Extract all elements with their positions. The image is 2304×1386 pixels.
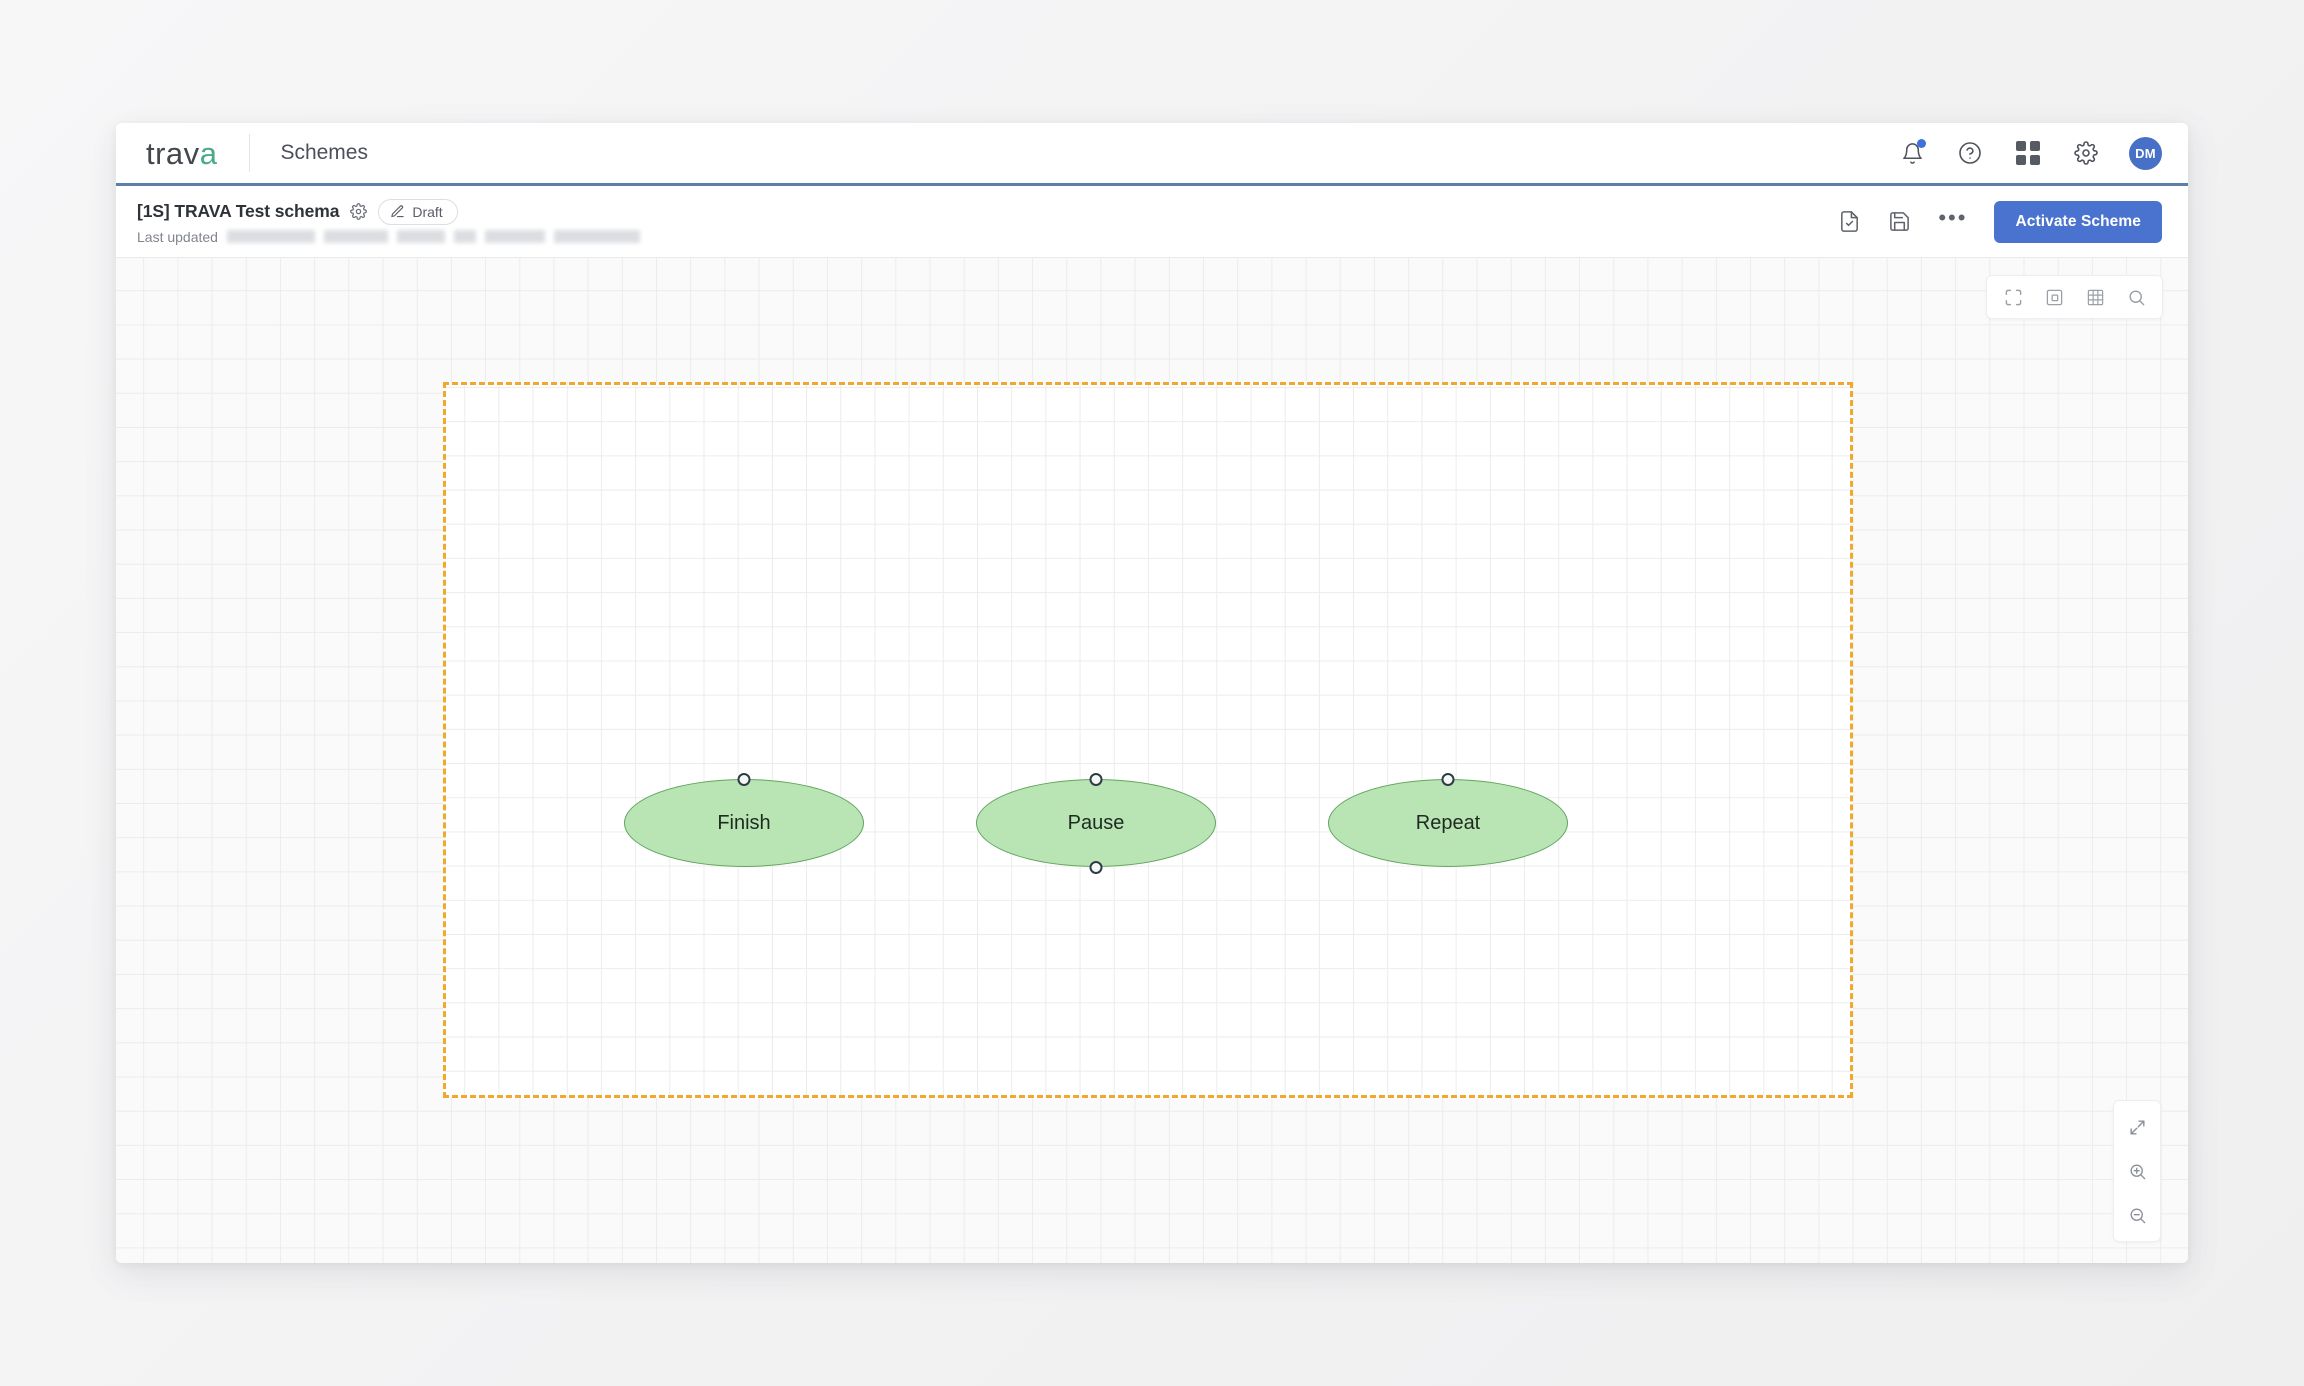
help-icon[interactable]	[1955, 138, 1985, 168]
scheme-header-left: [1S] TRAVA Test schema Draft	[137, 198, 640, 245]
pencil-icon	[390, 204, 405, 219]
last-updated-redacted	[553, 230, 640, 243]
last-updated-redacted	[453, 230, 476, 243]
settings-gear-icon[interactable]	[2071, 138, 2101, 168]
scheme-action-group: ••• Activate Scheme	[1838, 200, 2162, 243]
node-shape-ellipse[interactable]: Finish	[624, 779, 864, 867]
node-repeat[interactable]: Repeat	[1328, 772, 1568, 867]
module-title: Schemes	[280, 141, 368, 164]
activate-scheme-button[interactable]: Activate Scheme	[1994, 200, 2162, 243]
scheme-title-row: [1S] TRAVA Test schema Draft	[137, 198, 640, 225]
connection-port-top[interactable]	[737, 772, 751, 786]
notifications-icon[interactable]	[1897, 138, 1927, 168]
expand-arrows-icon[interactable]	[2125, 1115, 2149, 1139]
node-label: Pause	[1067, 811, 1125, 834]
document-check-icon[interactable]	[1838, 210, 1861, 233]
last-updated-label: Last updated	[137, 228, 218, 245]
node-shape-ellipse[interactable]: Repeat	[1328, 779, 1568, 867]
connection-port-top[interactable]	[1441, 772, 1455, 786]
grid-cell	[2016, 155, 2026, 165]
grid-cell	[2030, 141, 2040, 151]
toggle-grid-icon[interactable]	[2083, 285, 2107, 309]
grid-cell	[2030, 155, 2040, 165]
scheme-canvas[interactable]: Finish Pause Repeat	[116, 258, 2188, 1263]
last-updated-redacted	[396, 230, 445, 243]
last-updated-redacted	[484, 230, 545, 243]
node-finish[interactable]: Finish	[624, 772, 864, 867]
scheme-header: [1S] TRAVA Test schema Draft	[116, 186, 2188, 258]
zoom-out-icon[interactable]	[2125, 1203, 2149, 1227]
node-shape-ellipse[interactable]: Pause	[976, 779, 1216, 867]
node-pause[interactable]: Pause	[976, 772, 1216, 874]
logo-divider	[249, 134, 251, 172]
node-label: Repeat	[1415, 811, 1481, 834]
save-floppy-icon[interactable]	[1888, 210, 1911, 233]
last-updated-redacted	[323, 230, 388, 243]
user-avatar[interactable]: DM	[2129, 136, 2162, 170]
zoom-controls	[2113, 1100, 2161, 1242]
logo-text: trav	[146, 135, 200, 171]
status-badge-label: Draft	[412, 203, 443, 220]
apps-grid-icon[interactable]	[2013, 138, 2043, 168]
last-updated: Last updated	[137, 229, 640, 245]
canvas-toolbar	[1986, 275, 2163, 319]
connection-port-bottom[interactable]	[1089, 860, 1103, 874]
topbar-icon-group: DM	[1897, 136, 2162, 170]
search-icon[interactable]	[2124, 285, 2148, 309]
group-selection-region[interactable]	[443, 382, 1853, 1098]
fit-to-screen-icon[interactable]	[2001, 285, 2025, 309]
more-options-button[interactable]: •••	[1938, 205, 1968, 231]
minimap-icon[interactable]	[2042, 285, 2066, 309]
page-title: [1S] TRAVA Test schema	[137, 201, 340, 221]
connection-port-top[interactable]	[1089, 772, 1103, 786]
grid-cell	[2016, 141, 2026, 151]
status-badge[interactable]: Draft	[378, 198, 458, 225]
scheme-settings-gear-icon[interactable]	[350, 203, 368, 220]
zoom-in-icon[interactable]	[2125, 1159, 2149, 1183]
logo-accent: a	[199, 135, 218, 171]
node-label: Finish	[717, 811, 771, 834]
notification-badge	[1917, 139, 1926, 148]
last-updated-redacted	[226, 230, 315, 243]
